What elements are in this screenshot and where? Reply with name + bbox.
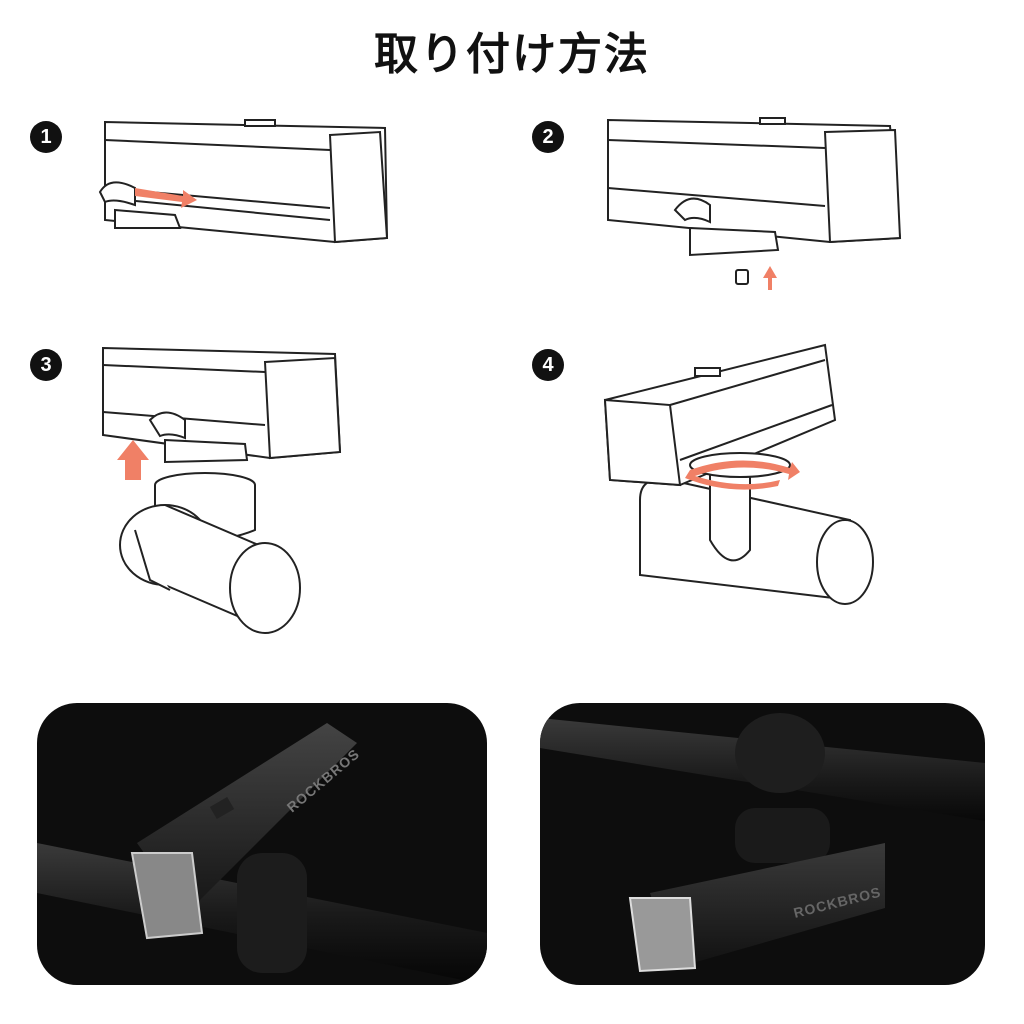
rotate-arrow-icon	[685, 460, 800, 490]
step-1-slide-mount-illustration	[98, 119, 389, 244]
step-number-badge: 2	[532, 121, 564, 153]
page-title: 取り付け方法	[374, 29, 650, 80]
arrow-right-icon	[135, 188, 197, 208]
step-2-insert-pin-illustration	[607, 117, 902, 290]
product-photo-under-mount: ROCKBROS	[540, 703, 985, 985]
arrow-up-icon	[763, 266, 777, 290]
arrow-up-icon	[117, 440, 149, 480]
step-number-badge: 3	[30, 349, 62, 381]
step-number-badge: 1	[30, 121, 62, 153]
step-number-badge: 4	[532, 349, 564, 381]
product-photo-side-mount: ROCKBROS	[37, 703, 487, 985]
step-3-attach-to-mount-illustration	[102, 346, 342, 634]
step-4-rotate-to-lock-illustration	[603, 343, 874, 605]
